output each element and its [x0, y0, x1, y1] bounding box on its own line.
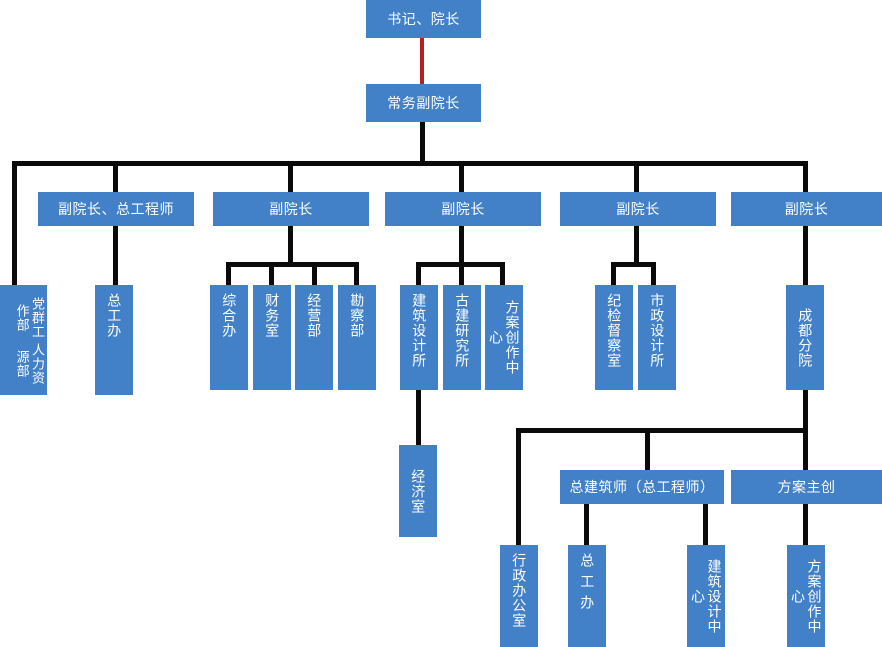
- node-chief-eng-office[interactable]: 总工办: [95, 285, 133, 395]
- connector-chengdu-to-chief-architect: [645, 428, 650, 470]
- node-survey-dept[interactable]: 勘察部: [338, 285, 376, 390]
- node-cd-scheme-center[interactable]: 方案创作中心: [787, 545, 825, 647]
- node-chief[interactable]: 书记、院长: [366, 0, 481, 38]
- connector-scheme-lead-to-cd-scheme-center: [803, 504, 808, 545]
- connector-vp2-to-finance-office: [269, 262, 274, 285]
- connector-vp4-to-municipal-institute: [651, 262, 656, 285]
- node-general-office[interactable]: 综合办: [210, 285, 248, 390]
- connector-chengdu-to-admin-office: [516, 428, 521, 545]
- connector-vp3-to-scheme-center: [500, 262, 505, 285]
- connector-vp2-to-business-dept: [312, 262, 317, 285]
- node-vp3[interactable]: 副院长: [385, 192, 541, 226]
- connector-vp1-to-chief-eng-office: [113, 225, 118, 285]
- node-vp2[interactable]: 副院长: [213, 192, 369, 226]
- connector-vp2-to-survey-dept: [354, 262, 359, 285]
- connector-bus-to-vp3: [459, 161, 464, 192]
- node-municipal-institute[interactable]: 市政设计所: [638, 285, 676, 390]
- node-exec-vp[interactable]: 常务副院长: [366, 84, 481, 122]
- connector-vp3-to-arch-design-institute: [416, 262, 421, 285]
- node-chief-architect[interactable]: 总建筑师（总工程师）: [560, 470, 724, 504]
- connector-vp2-to-general-office: [226, 262, 231, 285]
- connector-bus-to-vp5: [803, 161, 808, 192]
- node-admin-office[interactable]: 行政办公室: [500, 545, 538, 647]
- connector-bus-to-vp2: [288, 161, 293, 192]
- connector-main-bus: [12, 161, 808, 166]
- connector-chief-architect-to-cd-chief-eng-office: [584, 504, 589, 545]
- node-scheme-center[interactable]: 方案创作中心: [485, 285, 523, 390]
- connector-chengdu-to-scheme-lead: [803, 428, 808, 470]
- connector-exec-vp-drop: [420, 121, 425, 164]
- node-cd-arch-design-center[interactable]: 建筑设计中心: [687, 545, 725, 647]
- connector-vp5-to-chengdu-branch: [803, 225, 808, 285]
- node-arch-design-institute[interactable]: 建筑设计所: [400, 285, 438, 390]
- connector-chief-architect-to-cd-arch-design-center: [703, 504, 708, 545]
- node-scheme-lead[interactable]: 方案主创: [731, 470, 882, 504]
- node-hr-dept-label: 党群工作部: [14, 297, 45, 339]
- node-vp5[interactable]: 副院长: [731, 192, 882, 226]
- node-business-dept[interactable]: 经营部: [295, 285, 333, 390]
- connector-chengdu-drop: [803, 390, 808, 433]
- connector-vp2-drop: [288, 225, 293, 265]
- connector-arch-institute-to-economics-office: [416, 390, 421, 445]
- connector-vp4-bus: [611, 262, 656, 267]
- node-cd-chief-eng-office[interactable]: 总工办: [568, 545, 606, 647]
- node-chengdu-branch[interactable]: 成都分院: [786, 285, 824, 390]
- connector-chengdu-bus: [516, 428, 808, 433]
- node-party-dept-label: 人力资源部: [14, 343, 45, 385]
- node-economics-office[interactable]: 经济室: [399, 445, 437, 537]
- connector-vp4-drop: [634, 225, 639, 265]
- node-finance-office[interactable]: 财务室: [253, 285, 291, 390]
- node-hr-and-party-dept[interactable]: 党群工作部 人力资源部: [0, 285, 47, 395]
- node-vp1[interactable]: 副院长、总工程师: [38, 192, 194, 226]
- connector-vp3-to-ancient-arch-institute: [459, 262, 464, 285]
- connector-bus-to-vp1: [113, 161, 118, 192]
- node-ancient-arch-institute[interactable]: 古建研究所: [443, 285, 481, 390]
- connector-bus-to-vp4: [634, 161, 639, 192]
- connector-vp4-to-discipline-office: [611, 262, 616, 285]
- node-discipline-office[interactable]: 纪检督察室: [595, 285, 633, 390]
- connector-vp3-drop: [459, 225, 464, 265]
- connector-vp2-bus: [226, 262, 359, 267]
- node-vp4[interactable]: 副院长: [560, 192, 716, 226]
- connector-bus-to-hr-dept: [12, 161, 17, 285]
- connector-chief-to-exec-vp: [420, 38, 424, 84]
